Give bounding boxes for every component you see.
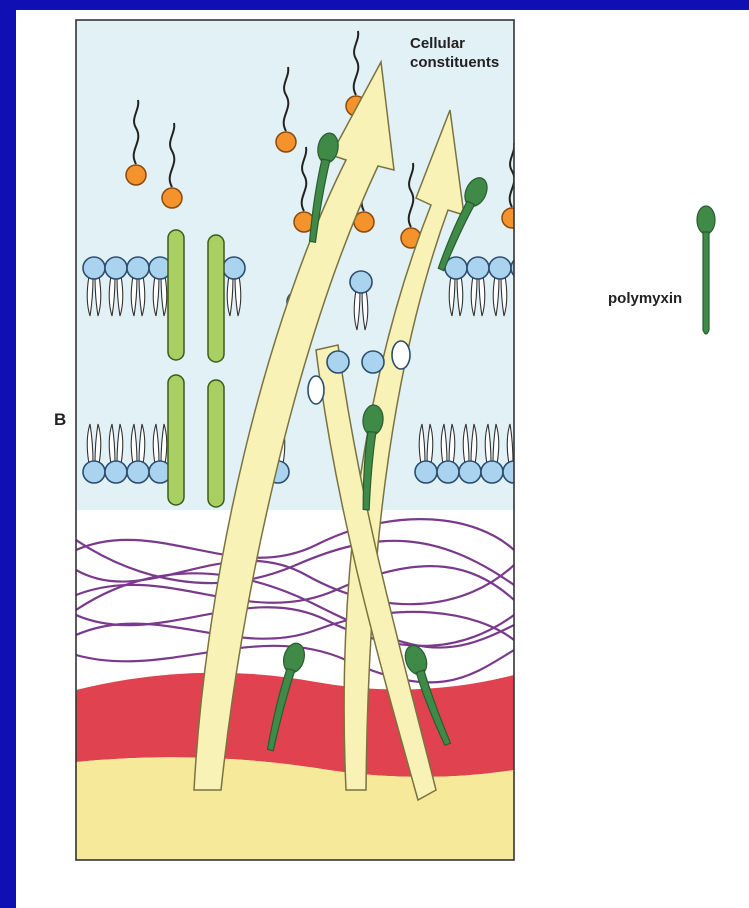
lipid-head: [502, 208, 522, 228]
membrane-protein: [208, 235, 224, 362]
lipid-head: [126, 165, 146, 185]
phospholipid-head: [105, 257, 127, 279]
phospholipid-head: [437, 461, 459, 483]
polymyxin-legend-label: polymyxin: [608, 290, 682, 307]
panel-label: B: [54, 410, 66, 430]
cellular-constituents-label: Cellular constituents: [410, 34, 530, 72]
membrane-protein: [168, 375, 184, 505]
slide: B Cellular constituents polymyxin: [16, 10, 749, 908]
phospholipid-head: [223, 257, 245, 279]
membrane-protein: [208, 380, 224, 507]
phospholipid-head: [489, 257, 511, 279]
phospholipid-head: [127, 257, 149, 279]
cellular-constituents-label-line1: Cellular: [410, 34, 530, 53]
polymyxin-molecule-icon: [697, 206, 715, 334]
phospholipid-head: [127, 461, 149, 483]
phospholipid-head: [481, 461, 503, 483]
membrane-protein: [168, 230, 184, 360]
phospholipid-head: [105, 461, 127, 483]
membrane-diagram: [16, 10, 749, 908]
lipid-head: [162, 188, 182, 208]
phospholipid-head: [83, 257, 105, 279]
phospholipid-head: [467, 257, 489, 279]
cellular-constituents-label-line2: constituents: [410, 53, 530, 72]
phospholipid-head: [83, 461, 105, 483]
lipid-head: [276, 132, 296, 152]
phospholipid-head: [459, 461, 481, 483]
phospholipid-head: [415, 461, 437, 483]
phospholipid-head: [350, 271, 372, 293]
